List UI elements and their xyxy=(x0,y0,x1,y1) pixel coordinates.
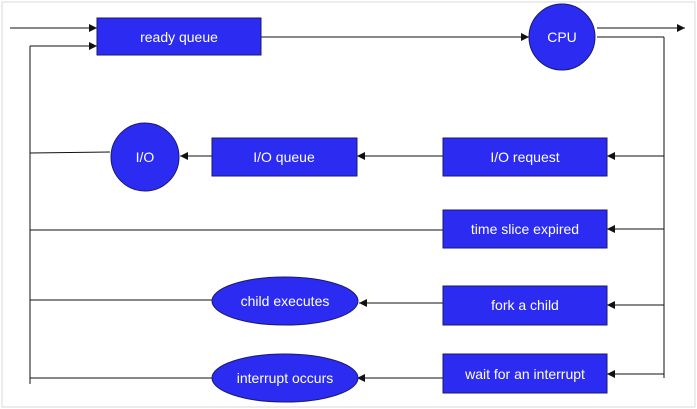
interrupt-occurs-node: interrupt occurs xyxy=(211,353,359,403)
cpu-label: CPU xyxy=(547,29,577,45)
io-node: I/O xyxy=(110,122,180,192)
child-executes-node: child executes xyxy=(211,276,359,326)
io-request-node: I/O request xyxy=(442,137,608,177)
interrupt-occurs-label: interrupt occurs xyxy=(237,370,333,386)
ready-queue-node: ready queue xyxy=(96,17,262,56)
child-executes-label: child executes xyxy=(241,293,330,309)
fork-child-label: fork a child xyxy=(491,297,559,313)
wait-interrupt-node: wait for an interrupt xyxy=(442,353,608,394)
io-return-line xyxy=(29,151,111,154)
io-label: I/O xyxy=(136,149,155,165)
io-queue-node: I/O queue xyxy=(211,137,358,177)
io-request-label: I/O request xyxy=(490,149,559,165)
time-slice-label: time slice expired xyxy=(471,221,579,237)
ready-queue-label: ready queue xyxy=(140,29,218,45)
wait-interrupt-label: wait for an interrupt xyxy=(464,366,585,382)
time-slice-node: time slice expired xyxy=(442,209,608,249)
connectors xyxy=(10,24,685,384)
io-queue-label: I/O queue xyxy=(253,149,315,165)
cpu-node: CPU xyxy=(528,3,596,71)
fork-child-node: fork a child xyxy=(442,285,608,326)
